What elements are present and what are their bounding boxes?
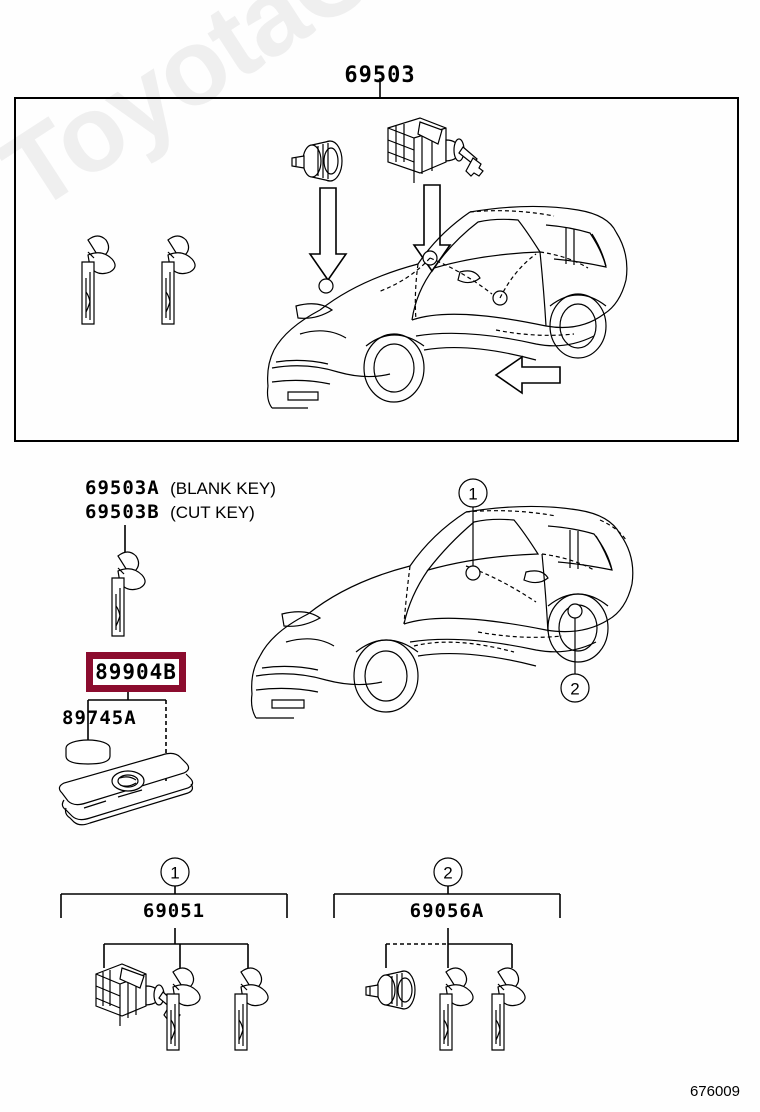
key-fob-illustration (58, 752, 194, 826)
bottom-group-1-key-1 (166, 967, 201, 1051)
group-1-part-number: 69051 (142, 900, 206, 922)
key-label-cut-note: (CUT KEY) (170, 503, 255, 522)
arrow-to-door-lock (308, 187, 348, 282)
callout-1-label: 1 (468, 485, 477, 504)
highlighted-part-number-box[interactable]: 89904B (86, 652, 186, 692)
bottom-group-2-key-2 (491, 967, 526, 1051)
top-diagram-frame (14, 97, 739, 442)
highlighted-part-number: 89904B (95, 660, 177, 684)
key-label-cut-number: 69503B (85, 501, 160, 523)
key-label-cut: 69503B (CUT KEY) (85, 501, 255, 523)
group-2-part-number: 69056A (409, 900, 485, 922)
battery-illustration (65, 739, 111, 765)
middle-vehicle-illustration: 1 2 (250, 478, 634, 719)
callout-1-target (465, 565, 481, 581)
key-label-blank-number: 69503A (85, 477, 160, 499)
callout-2-label: 2 (570, 680, 579, 699)
group-2-callout-label: 2 (443, 864, 452, 883)
top-door-lock-cylinder (291, 140, 343, 182)
top-key-right (161, 235, 196, 325)
callout-2-target (567, 603, 583, 619)
bottom-group-2-bracket: 2 (333, 857, 561, 968)
middle-key-illustration (111, 551, 146, 637)
key-label-blank: 69503A (BLANK KEY) (85, 477, 276, 499)
arrow-to-door-panel (494, 355, 561, 395)
bottom-group-1-key-2 (234, 967, 269, 1051)
top-key-left (81, 235, 116, 325)
bottom-group-1-bracket: 1 (60, 857, 288, 968)
transmitter-bracket (87, 692, 167, 782)
top-ignition-lock-assembly (387, 117, 484, 183)
bottom-door-lock-cylinder (365, 970, 416, 1010)
battery-part-number: 89745A (62, 707, 137, 729)
footer-diagram-code: 676009 (689, 1083, 740, 1100)
top-vehicle-illustration (266, 205, 628, 409)
group-1-callout-label: 1 (170, 864, 179, 883)
key-label-blank-note: (BLANK KEY) (170, 479, 276, 498)
bottom-group-2-key-1 (439, 967, 474, 1051)
